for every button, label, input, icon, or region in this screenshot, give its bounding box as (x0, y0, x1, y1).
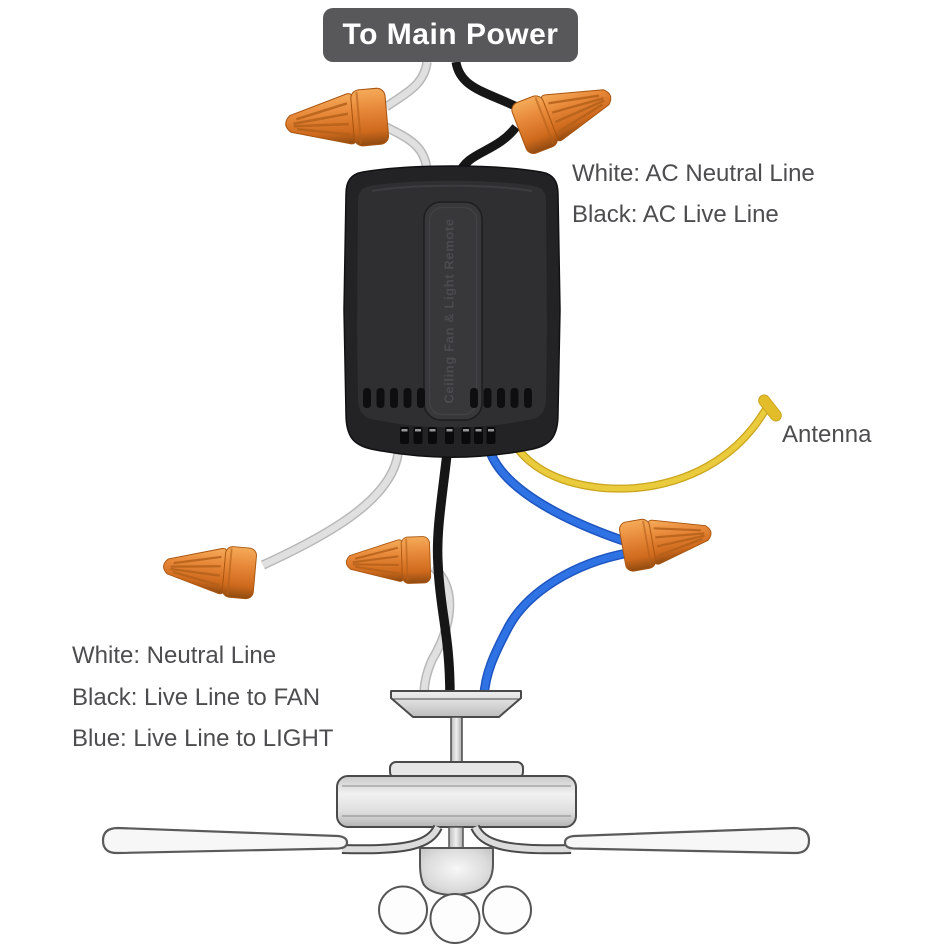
light-bulb-right (482, 885, 532, 935)
light-fitter (419, 847, 494, 896)
wire-nut-top-left (282, 86, 391, 154)
ceiling-fan (101, 690, 811, 944)
terminal-screws (400, 427, 496, 444)
antenna-tip (758, 394, 782, 422)
antenna-label: Antenna (782, 421, 872, 448)
legend-live-light: Blue: Live Line to LIGHT (72, 725, 334, 752)
receiver-label-panel (423, 201, 483, 421)
white-wire-top (381, 61, 432, 173)
blue-wire (479, 451, 629, 698)
legend-neutral-line: White: Neutral Line (72, 642, 277, 669)
white-wire-bottom (261, 453, 455, 698)
fan-blade-right (563, 826, 811, 855)
main-power-label-text: To Main Power (342, 18, 559, 51)
wire-nut-mid-left (160, 539, 259, 601)
light-bulb-center (429, 893, 481, 944)
legend-live-fan: Black: Live Line to FAN (72, 684, 321, 711)
fan-downrod (450, 716, 463, 765)
vent-slots (363, 388, 532, 408)
wire-nut-blue (617, 506, 717, 574)
receiver-box (343, 165, 561, 458)
light-bulb-left (378, 885, 428, 935)
main-power-label: To Main Power (323, 8, 578, 62)
receiver-embossed-text: Ceiling Fan & Light Remote (441, 218, 457, 404)
fan-blade-left (101, 826, 349, 855)
legend-ac-neutral: White: AC Neutral Line (572, 160, 815, 187)
wire-nut-mid-center (344, 535, 432, 587)
black-wire-top (451, 60, 520, 177)
fan-canopy (390, 690, 522, 718)
legend-ac-live: Black: AC Live Line (572, 201, 779, 228)
fan-motor-housing (336, 775, 577, 828)
antenna-wire (513, 394, 782, 493)
wire-nut-top-right (508, 69, 622, 157)
black-wire-bottom (432, 453, 455, 698)
